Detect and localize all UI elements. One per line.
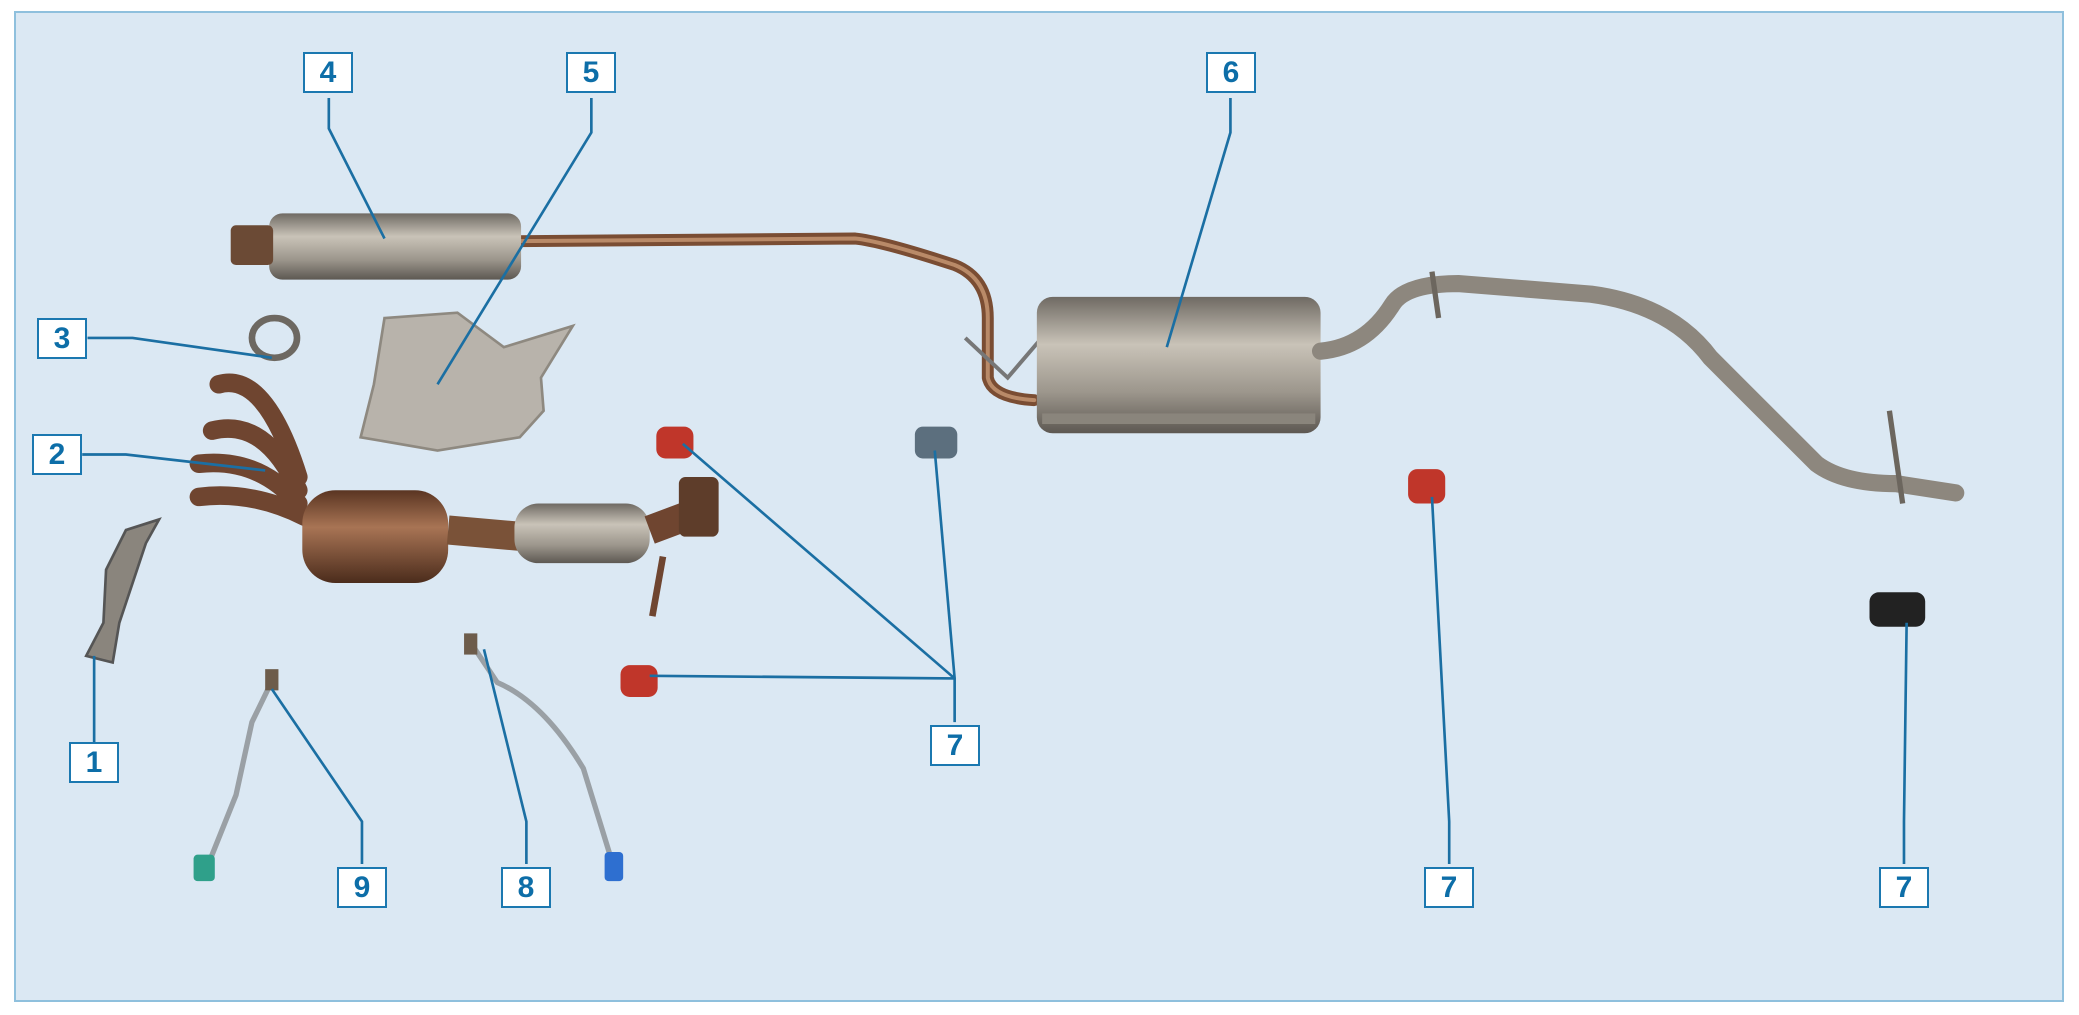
- callout-5: 5: [566, 52, 616, 93]
- oxygen-sensor-upstream: [464, 633, 624, 882]
- callout-3: 3: [37, 318, 87, 359]
- callout-4: 4: [303, 52, 353, 93]
- manifold-gasket: [84, 517, 162, 665]
- front-pipe-resonator: [230, 213, 1049, 407]
- callout-2: 2: [32, 434, 82, 475]
- callout-7-rear-hanger: 7: [1879, 867, 1929, 908]
- callout-9: 9: [337, 867, 387, 908]
- callout-6: 6: [1206, 52, 1256, 93]
- callout-7-middle-hanger: 7: [1424, 867, 1474, 908]
- callout-leader-lines: [82, 98, 1908, 864]
- callout-8: 8: [501, 867, 551, 908]
- rear-muffler: [1036, 296, 1321, 434]
- callout-7-front-hangers: 7: [930, 725, 980, 766]
- callout-1: 1: [69, 742, 119, 783]
- tail-pipe: [1311, 274, 1965, 502]
- exhaust-manifold-catalyst: [189, 373, 719, 617]
- rubber-hangers: [620, 426, 1926, 697]
- oxygen-sensor-downstream: [193, 669, 279, 882]
- gasket-flange: [248, 314, 301, 362]
- heat-shield: [359, 311, 576, 452]
